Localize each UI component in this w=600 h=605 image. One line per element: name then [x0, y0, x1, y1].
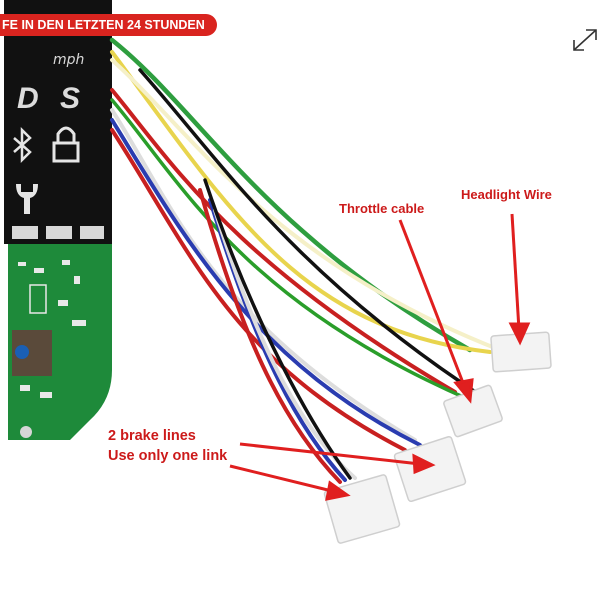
dashboard-panel	[4, 0, 112, 244]
annotation-arrows	[229, 213, 531, 501]
brake-lines-label: 2 brake lines Use only one link	[108, 426, 227, 466]
mode-d-label: D	[17, 82, 39, 115]
wire-bundle	[109, 37, 502, 484]
throttle-cable-label: Throttle cable	[339, 201, 425, 216]
brake-connector-2	[323, 474, 401, 544]
lock-icon	[52, 126, 80, 163]
bluetooth-icon	[13, 126, 32, 164]
connectors	[323, 331, 552, 544]
speed-unit-label: mph	[53, 52, 85, 68]
pcb-button	[15, 345, 29, 359]
promo-banner: FE IN DEN LETZTEN 24 STUNDEN	[0, 14, 217, 36]
mode-s-label: S	[60, 82, 81, 115]
expand-icon	[573, 29, 597, 51]
expand-button[interactable]	[562, 22, 600, 62]
brake-connector-1	[393, 435, 467, 503]
pcb-silkscreen	[18, 260, 86, 438]
pcb-board	[8, 240, 112, 440]
brake-lines-label-line1: 2 brake lines	[108, 428, 196, 444]
brake-lines-label-line2: Use only one link	[108, 448, 228, 464]
wrench-icon	[16, 184, 38, 214]
headlight-wire-label: Headlight Wire	[461, 187, 552, 202]
